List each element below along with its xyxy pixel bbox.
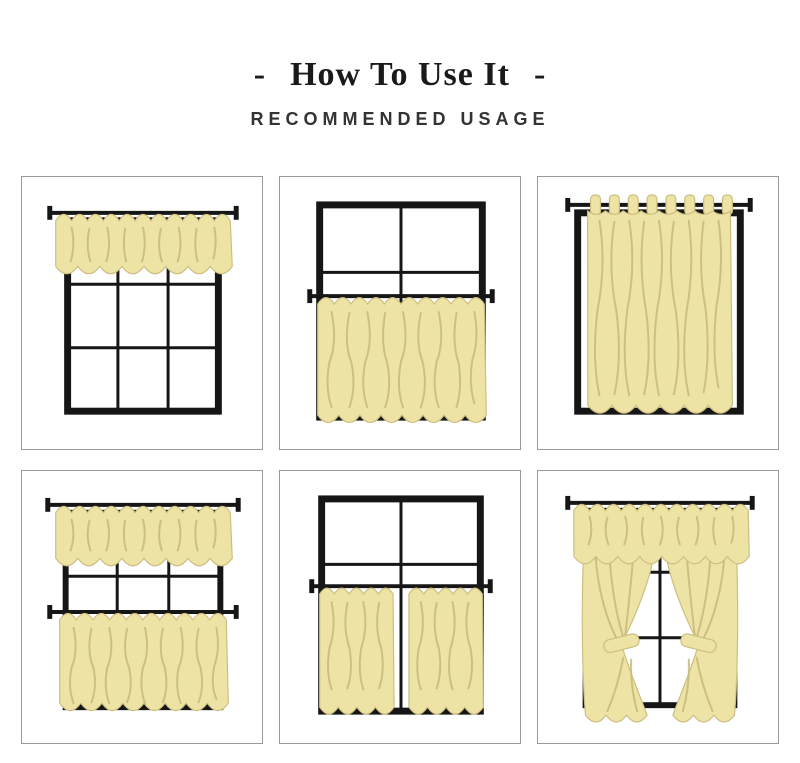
full-curtain-illustration xyxy=(565,194,753,415)
right-tieback-band xyxy=(680,633,717,654)
tier-curtain-illustration xyxy=(307,201,495,424)
section-header: -How To Use It- RECOMMENDED USAGE xyxy=(0,56,800,130)
tier-curtain xyxy=(317,297,487,424)
usage-grid xyxy=(0,176,800,744)
tier-pair-illustration xyxy=(309,495,493,715)
panel-tier-curtain xyxy=(279,176,521,450)
curtain-rod xyxy=(47,205,239,220)
valance-curtain xyxy=(55,213,233,275)
valance-curtain xyxy=(55,505,233,567)
right-tier-panel xyxy=(408,587,484,715)
full-curtain-panel xyxy=(586,210,733,414)
page-title: -How To Use It- xyxy=(0,56,800,94)
tab-loops xyxy=(589,194,733,216)
panel-valance xyxy=(21,176,263,450)
top-curtain-rod xyxy=(45,497,241,512)
tier-curtain xyxy=(59,612,229,712)
title-text: How To Use It xyxy=(290,56,510,93)
valance-illustration xyxy=(47,205,239,415)
left-tieback-band xyxy=(603,633,640,654)
panel-tieback-drapes xyxy=(537,470,779,744)
left-tieback-drape xyxy=(581,547,656,723)
title-dash-left: - xyxy=(253,56,267,93)
curtain-rod xyxy=(565,495,755,510)
title-dash-right: - xyxy=(533,56,547,93)
right-tieback-drape xyxy=(664,547,739,723)
page-subtitle: RECOMMENDED USAGE xyxy=(250,109,550,129)
valance-and-tier-illustration xyxy=(45,497,241,712)
curtain-rod xyxy=(309,579,493,594)
panel-tier-pair xyxy=(279,470,521,744)
middle-curtain-rod xyxy=(47,605,239,619)
left-tier-panel xyxy=(319,587,395,715)
tieback-drapes-illustration xyxy=(565,495,755,723)
valance-curtain xyxy=(573,503,750,565)
curtain-rod xyxy=(307,289,495,304)
panel-valance-and-tier xyxy=(21,470,263,744)
panel-full-curtain xyxy=(537,176,779,450)
